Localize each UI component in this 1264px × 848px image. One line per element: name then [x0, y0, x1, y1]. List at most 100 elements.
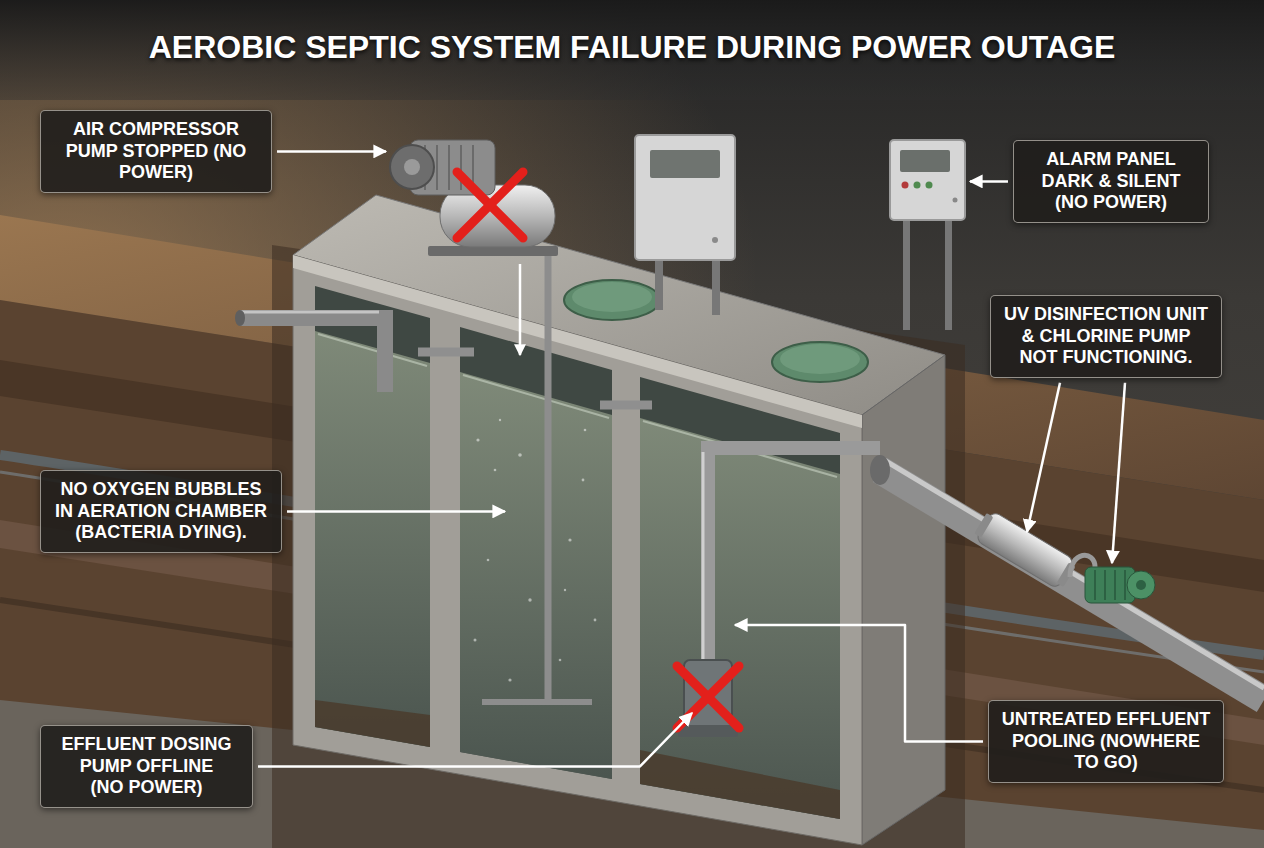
callout-box: ALARM PANEL DARK & SILENT (NO POWER) — [1013, 140, 1209, 223]
chlorine-pump — [1094, 570, 1096, 600]
concrete-tank — [862, 355, 945, 845]
soil-cross-section — [0, 215, 1264, 848]
effluent-dosing-pump — [677, 448, 880, 737]
control-panel — [650, 150, 720, 178]
aeration-chamber — [460, 327, 612, 779]
air-line — [482, 250, 592, 702]
pump-chamber — [640, 750, 840, 819]
air-compressor — [448, 145, 450, 190]
faint-bubbles — [476, 438, 479, 441]
alarm-panel — [890, 140, 965, 330]
faint-bubbles — [508, 678, 511, 681]
inlet-pipe — [240, 318, 385, 392]
diagram-title: AEROBIC SEPTIC SYSTEM FAILURE DURING POW… — [0, 28, 1264, 66]
air-compressor — [404, 159, 420, 175]
callout-box: UNTREATED EFFLUENT POOLING (NOWHERE TO G… — [988, 700, 1224, 783]
air-compressor — [436, 145, 438, 190]
outlet-pipe — [884, 460, 1264, 688]
inlet-chamber — [318, 334, 427, 366]
faint-bubbles — [594, 619, 597, 622]
inlet-chamber — [315, 286, 430, 747]
alarm-panel — [902, 182, 909, 189]
failure-cross — [457, 172, 523, 238]
leader-arrow — [287, 510, 505, 513]
callout-text: UNTREATED EFFLUENT POOLING (NOWHERE TO G… — [999, 709, 1213, 774]
callout-box: UV DISINFECTION UNIT & CHLORINE PUMP NOT… — [990, 295, 1222, 378]
air-line — [482, 699, 592, 705]
uv-disinfection-unit — [975, 511, 1075, 590]
uv-disinfection-unit — [972, 509, 1079, 592]
faint-bubbles — [564, 589, 566, 591]
chlorine-pump — [1127, 571, 1155, 599]
callout-box: NO OXYGEN BUBBLES IN AERATION CHAMBER (B… — [40, 470, 282, 553]
inlet-pipe — [240, 311, 379, 314]
air-compressor — [390, 140, 558, 256]
alarm-panel — [914, 182, 921, 189]
leader-arrow — [1112, 383, 1125, 563]
aeration-chamber — [460, 372, 612, 779]
transfer-pipes — [418, 348, 474, 357]
air-line — [519, 264, 522, 355]
faint-bubbles — [494, 469, 497, 472]
inlet-chamber — [315, 331, 430, 747]
faint-bubbles — [518, 453, 522, 457]
pump-chamber — [640, 418, 840, 819]
inlet-chamber — [315, 700, 430, 747]
inlet-pipe — [235, 310, 385, 392]
outlet-pipe — [880, 470, 1264, 700]
leader-group — [258, 151, 1125, 766]
effluent-dosing-pump — [708, 448, 880, 665]
air-line — [545, 250, 552, 700]
failure-cross — [457, 172, 523, 238]
air-compressor — [460, 145, 462, 190]
control-panel — [655, 255, 663, 310]
callout-text: ALARM PANEL DARK & SILENT (NO POWER) — [1026, 149, 1196, 214]
access-lids — [564, 280, 660, 320]
leader-arrow — [1027, 383, 1060, 532]
faint-bubbles — [568, 538, 571, 541]
outlet-pipe — [870, 455, 1264, 700]
chlorine-pump — [1136, 580, 1146, 590]
access-lids — [772, 342, 868, 382]
alarm-panel — [953, 198, 958, 203]
access-lids — [780, 344, 860, 374]
leader-arrow — [970, 180, 1008, 183]
chlorine-pump — [1095, 570, 1125, 600]
callout-text: NO OXYGEN BUBBLES IN AERATION CHAMBER (B… — [51, 479, 271, 544]
effluent-dosing-pump — [678, 725, 738, 737]
faint-bubbles — [474, 419, 597, 682]
alarm-panel — [900, 150, 950, 172]
alarm-panel — [890, 140, 965, 220]
alarm-panel — [945, 215, 952, 330]
faint-bubbles — [487, 559, 490, 562]
effluent-dosing-pump — [702, 452, 705, 662]
control-panel — [635, 135, 735, 315]
background — [0, 0, 1264, 100]
leader-arrow — [258, 713, 692, 766]
chlorine-pump — [1124, 570, 1126, 600]
callout-text: AIR COMPRESSOR PUMP STOPPED (NO POWER) — [61, 119, 251, 184]
leader-arrow — [277, 150, 386, 153]
inlet-pipe — [235, 310, 245, 326]
callout-box: AIR COMPRESSOR PUMP STOPPED (NO POWER) — [40, 110, 272, 193]
inlet-chamber — [315, 286, 430, 747]
uv-disinfection-unit — [974, 513, 993, 538]
faint-bubbles — [582, 479, 585, 482]
leader-arrow — [735, 625, 983, 741]
faint-bubbles — [528, 598, 531, 601]
chlorine-pump — [1104, 570, 1106, 600]
control-panel — [712, 255, 720, 315]
callout-text: EFFLUENT DOSING PUMP OFFLINE (NO POWER) — [61, 734, 232, 799]
faint-bubbles — [499, 419, 501, 421]
transfer-pipes — [600, 401, 652, 410]
callout-box: EFFLUENT DOSING PUMP OFFLINE (NO POWER) — [40, 725, 253, 808]
access-lids — [572, 282, 652, 312]
chlorine-pump — [1114, 570, 1116, 600]
outlet-pipe — [870, 455, 890, 485]
concrete-tank — [293, 195, 945, 845]
